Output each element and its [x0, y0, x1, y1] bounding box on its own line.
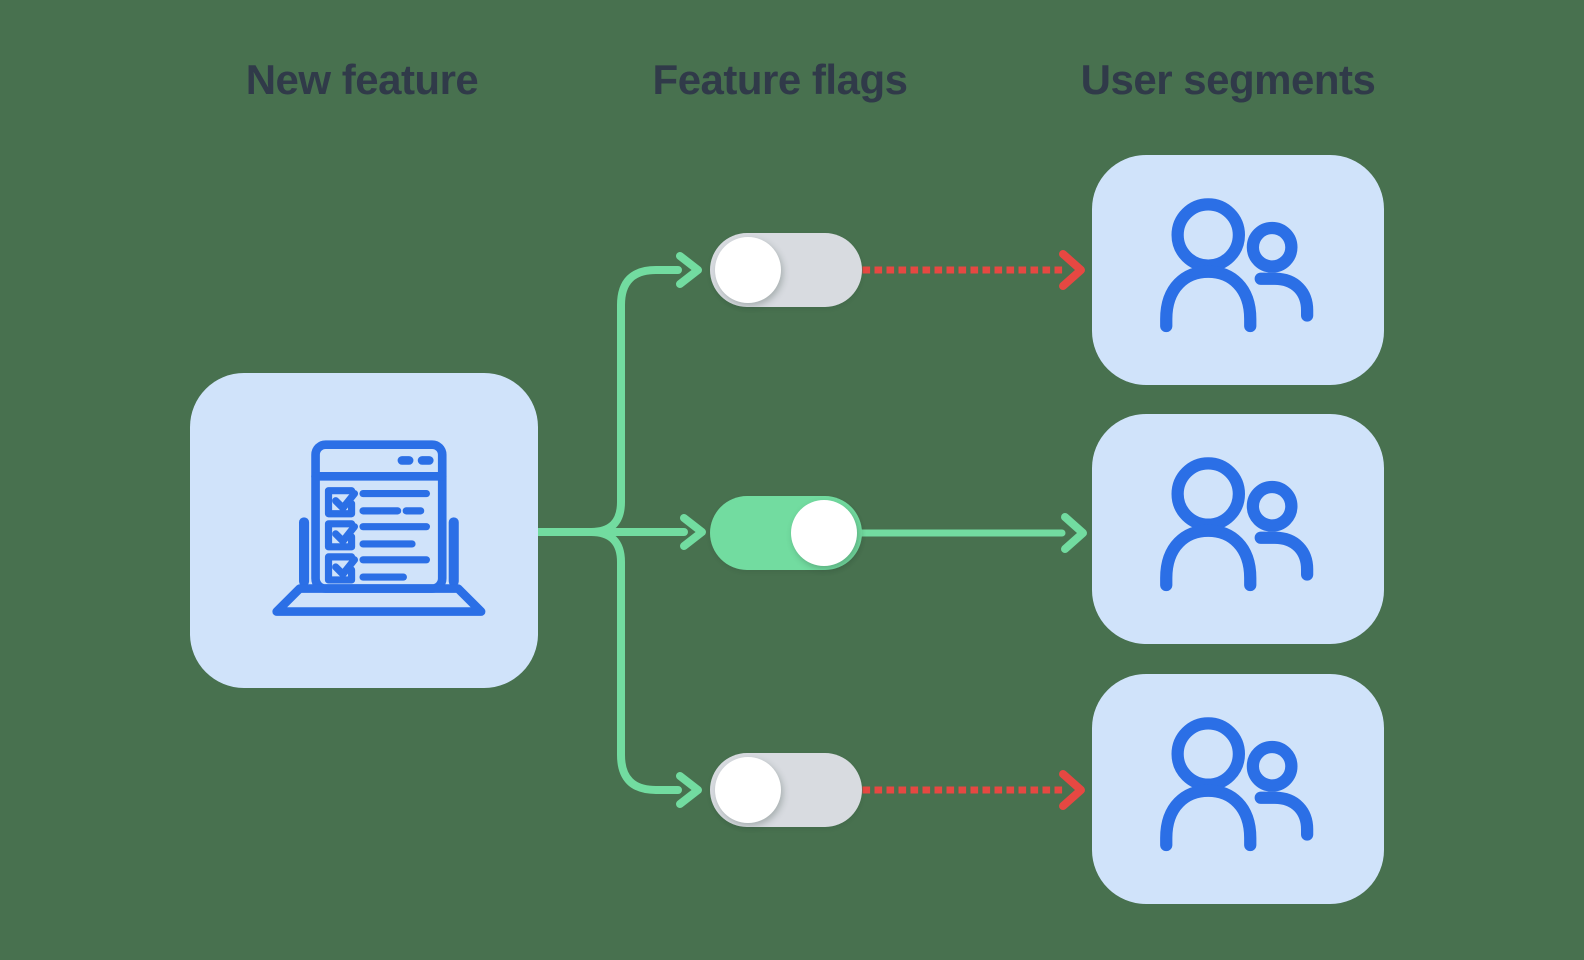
connector-feature-to-flag-bottom: [534, 528, 702, 808]
connector-flag3-to-segment3: [862, 770, 1085, 810]
user-segment-card-1: [1092, 155, 1384, 385]
feature-flag-toggle-1[interactable]: [710, 233, 862, 307]
connector-flag1-to-segment1: [862, 250, 1085, 290]
user-segment-card-2: [1092, 414, 1384, 644]
heading-new-feature: New feature: [245, 56, 479, 103]
toggle-knob: [715, 757, 781, 823]
checklist-laptop-icon: [271, 439, 485, 616]
user-segment-card-3: [1092, 674, 1384, 904]
feature-flag-toggle-2[interactable]: [710, 496, 862, 570]
connector-feature-to-flag-top: [534, 252, 702, 536]
new-feature-card: [190, 373, 538, 688]
heading-feature-flags: Feature flags: [652, 56, 908, 103]
connector-feature-to-flag-middle: [534, 514, 706, 550]
users-icon: [1160, 457, 1314, 592]
heading-user-segments: User segments: [1080, 56, 1376, 103]
feature-flag-toggle-3[interactable]: [710, 753, 862, 827]
toggle-knob: [791, 500, 857, 566]
users-icon: [1160, 198, 1314, 333]
users-icon: [1160, 717, 1314, 852]
connector-flag2-to-segment2: [858, 513, 1087, 553]
toggle-knob: [715, 237, 781, 303]
